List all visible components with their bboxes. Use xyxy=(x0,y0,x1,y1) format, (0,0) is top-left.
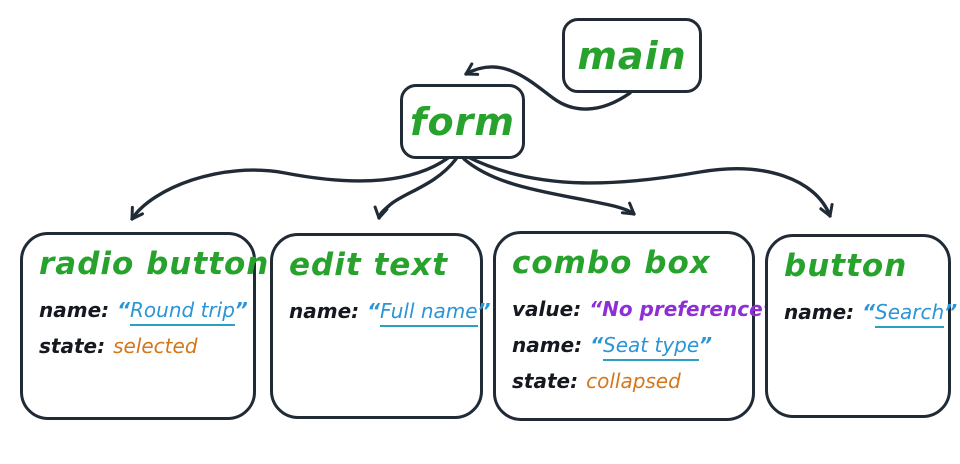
edit-text-name-value: Full name xyxy=(380,298,478,327)
radio-button-name-row: name: “Round trip” xyxy=(39,297,248,326)
edge-form-to-button xyxy=(466,155,834,218)
node-button-label: button xyxy=(784,248,908,284)
node-combo-box: combo box value:“No preference” name:“Se… xyxy=(493,231,776,421)
edge-form-to-combo-box xyxy=(462,157,636,216)
open-quote: “ xyxy=(862,299,876,324)
state-key: state: xyxy=(512,368,579,393)
node-button: button name: “Search” xyxy=(765,234,957,418)
node-radio-button: radio button name: “Round trip” state: sel… xyxy=(20,232,270,420)
node-main-label: main xyxy=(577,33,687,78)
edit-text-name-row: name: “Full name” xyxy=(289,298,490,327)
name-key: name: xyxy=(784,299,855,324)
node-edit-text: edit text name: “Full name” xyxy=(270,233,490,419)
open-quote: “ xyxy=(367,298,381,323)
close-quote: ” xyxy=(944,299,958,324)
combo-box-name-value: Seat type xyxy=(603,332,700,361)
close-quote: ” xyxy=(234,297,248,322)
combo-box-state-row: state: collapsed xyxy=(512,371,736,391)
open-quote: “ xyxy=(589,296,603,321)
combo-box-state-value: collapsed xyxy=(586,368,681,393)
combo-box-name-row: name: “Seat type” xyxy=(512,332,736,361)
value-key: value: xyxy=(512,296,582,321)
close-quote: ” xyxy=(477,298,491,323)
edge-form-to-edit-text xyxy=(373,157,458,220)
radio-button-state-value: selected xyxy=(113,333,198,358)
close-quote: ” xyxy=(699,332,713,357)
button-name-row: name: “Search” xyxy=(784,299,957,328)
button-name-value: Search xyxy=(875,299,945,328)
radio-button-name-value: Round trip xyxy=(130,297,235,326)
radio-button-state-row: state: selected xyxy=(39,336,237,356)
combo-box-value-row: value:“No preference” xyxy=(512,296,776,321)
edge-main-to-form xyxy=(464,62,632,111)
state-key: state: xyxy=(39,333,106,358)
node-combo-box-label: combo box xyxy=(512,245,711,281)
node-form-label: form xyxy=(410,99,515,144)
name-key: name: xyxy=(512,332,583,357)
open-quote: “ xyxy=(117,297,131,322)
node-radio-button-label: radio button xyxy=(39,246,270,282)
edge-form-to-radio-button xyxy=(130,156,450,221)
node-form: form xyxy=(400,84,525,159)
open-quote: “ xyxy=(590,332,604,357)
name-key: name: xyxy=(289,298,360,323)
combo-box-value-value: No preference xyxy=(602,296,763,321)
node-edit-text-label: edit text xyxy=(289,247,449,283)
node-main: main xyxy=(562,18,702,93)
name-key: name: xyxy=(39,297,110,322)
